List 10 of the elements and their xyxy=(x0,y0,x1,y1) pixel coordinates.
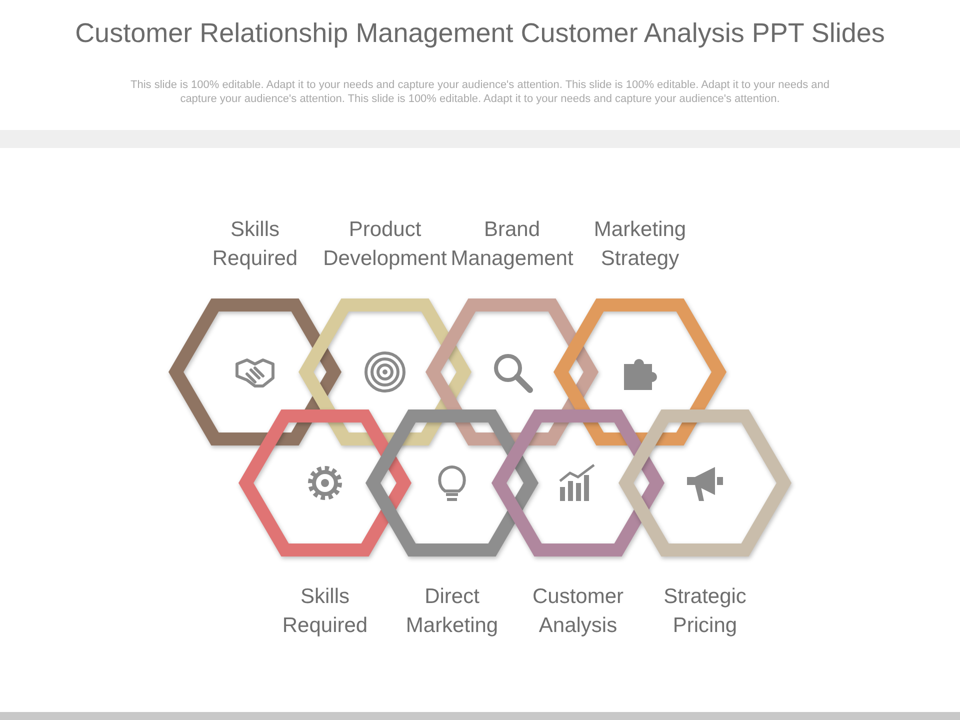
hexagon-label: Direct Marketing xyxy=(404,584,500,639)
hexagon-label: Product Development xyxy=(322,217,448,272)
hexagon-label: Marketing Strategy xyxy=(592,217,688,272)
hexagon-label: Skills Required xyxy=(211,217,299,272)
hexagon-label: Customer Analysis xyxy=(531,584,625,639)
hexagon-label: Skills Required xyxy=(281,584,369,639)
hexagon-label: Strategic Pricing xyxy=(662,584,748,639)
subtitle-text: This slide is 100% editable. Adapt it to your needs and capture your audience's attention. This slide is 100% editable. Adapt it to your needs and capture your audience's attention. This slide is 100% editable. Adapt it to your needs and capture your audience's attention. xyxy=(129,78,830,106)
hexagon-label: Brand Management xyxy=(450,217,574,272)
slide-title: Customer Relationship Management Customer Analysis PPT Slides xyxy=(74,18,886,49)
